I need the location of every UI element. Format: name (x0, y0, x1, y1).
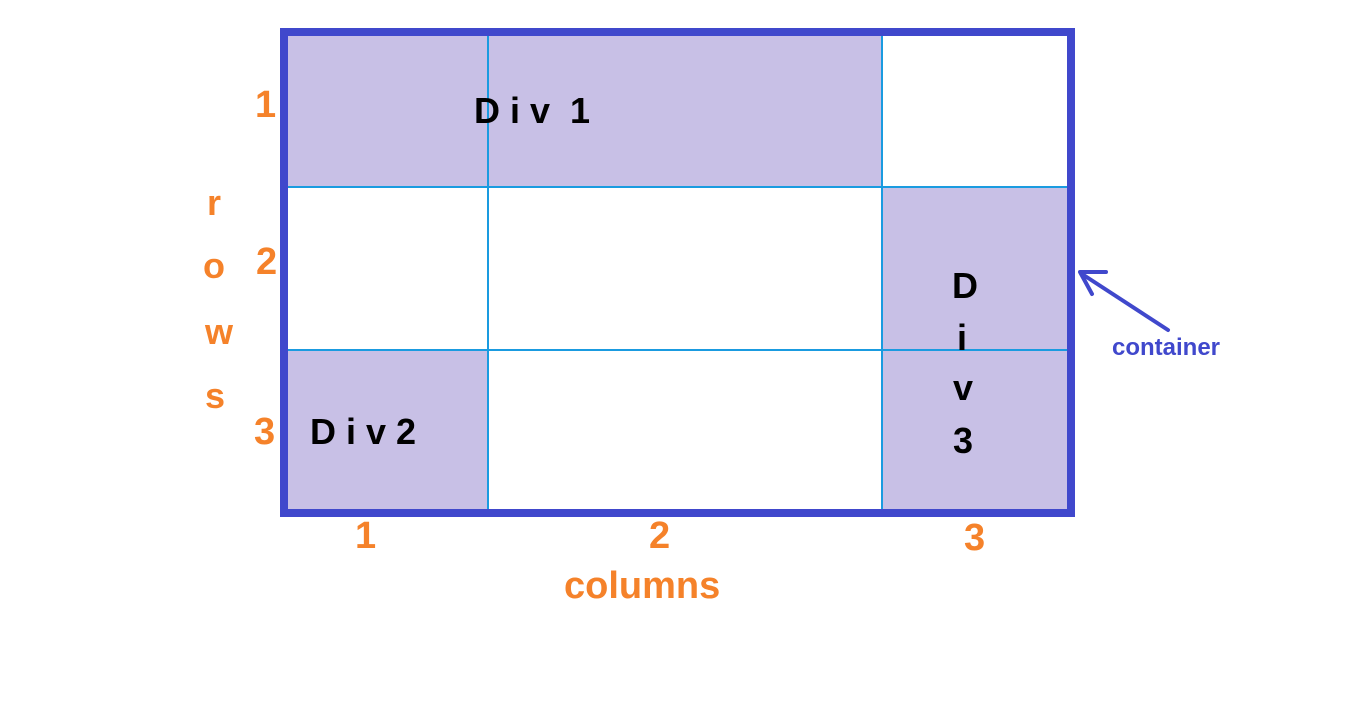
grid-line-col-2 (881, 36, 883, 509)
column-number-3: 3 (964, 517, 986, 559)
div1-label: D i v 1 (474, 90, 591, 131)
div2-area (288, 350, 488, 509)
rows-label-s: s (204, 375, 226, 416)
container-label: container (1112, 334, 1221, 361)
row-number-3: 3 (254, 411, 276, 453)
div3-area (882, 187, 1067, 509)
grid-line-row-2 (288, 349, 1067, 351)
div3-label-v: v (952, 367, 974, 408)
row-number-1: 1 (255, 84, 277, 126)
column-number-2: 2 (649, 515, 671, 557)
div3-label-3: 3 (952, 420, 974, 461)
container-arrow-icon (1078, 270, 1170, 332)
div3-label-i: i (956, 317, 967, 358)
div3-label-d: D (952, 265, 978, 306)
row-number-2: 2 (256, 241, 278, 283)
rows-label-r: r (206, 182, 221, 223)
column-number-1: 1 (355, 515, 377, 557)
rows-label-w: w (204, 311, 233, 352)
rows-label-o: o (203, 245, 225, 286)
div1-area (288, 36, 882, 187)
grid-line-row-1 (288, 186, 1067, 188)
div2-label: D i v 2 (310, 411, 417, 452)
grid-container (280, 28, 1075, 517)
columns-label: columns (564, 565, 721, 607)
grid-line-col-1 (487, 36, 489, 509)
